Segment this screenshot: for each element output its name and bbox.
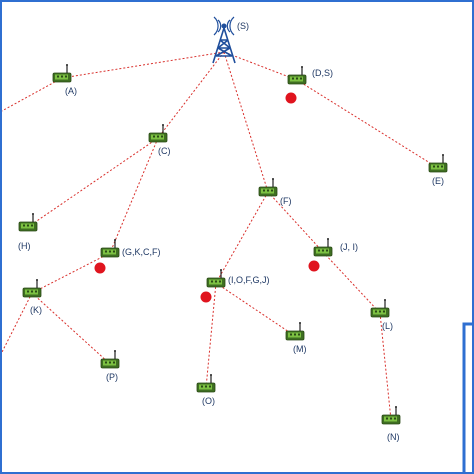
sensor-node-ji: (J, I) <box>308 237 358 272</box>
sensor-mote-icon <box>52 63 72 83</box>
node-label: (O) <box>202 396 215 406</box>
base-station-label: (S) <box>237 21 249 31</box>
sensor-mote-icon <box>100 349 120 369</box>
link-gkcf-k <box>31 252 111 294</box>
sensor-node-iofgj: (I,O,F,G,J) <box>200 268 270 303</box>
link-s-a <box>61 51 225 79</box>
link-offscreen <box>0 77 63 113</box>
sensor-mote-icon <box>22 278 42 298</box>
node-label: (F) <box>280 196 292 206</box>
red-dot-marker <box>308 260 320 272</box>
sensor-mote-icon <box>100 238 120 258</box>
sensor-node-e: (E) <box>428 153 448 186</box>
link-s-c <box>157 51 225 139</box>
sensor-mote-icon <box>313 237 333 257</box>
links-layer <box>0 51 439 421</box>
sensor-mote-icon <box>196 373 216 393</box>
sensor-mote-icon <box>18 212 38 232</box>
link-ji-l <box>322 251 381 314</box>
nodes-layer: (A) (D,S) (E) (C) (F) (H) (G,K,C,F) (J, I) (K) (I… <box>18 63 448 442</box>
sensor-mote-icon <box>148 123 168 143</box>
link-iofgj-o <box>205 282 217 389</box>
node-label: (A) <box>65 86 77 96</box>
link-s-f <box>223 51 269 193</box>
base-station: (S) <box>212 16 249 64</box>
red-dot-marker <box>200 291 212 303</box>
sensor-node-ds: (D,S) <box>285 65 333 104</box>
node-label: (N) <box>387 432 400 442</box>
link-s-ds <box>223 51 298 81</box>
node-label: (J, I) <box>340 242 358 252</box>
link-k-p <box>31 292 111 365</box>
link-iofgj-m <box>215 282 296 337</box>
sensor-node-a: (A) <box>52 63 77 96</box>
link-c-h <box>27 137 159 228</box>
node-label: (M) <box>293 344 307 354</box>
sensor-mote-icon <box>206 268 226 288</box>
sensor-node-o: (O) <box>196 373 216 406</box>
sensor-node-k: (K) <box>22 278 42 315</box>
node-label: (P) <box>106 372 118 382</box>
sensor-mote-icon <box>287 65 307 85</box>
red-dot-marker <box>94 262 106 274</box>
side-panel-edge <box>462 322 474 474</box>
sensor-node-n: (N) <box>381 405 401 442</box>
link-f-iofgj <box>215 191 269 284</box>
link-f-ji <box>267 191 324 253</box>
link-offscreen <box>0 292 33 357</box>
sensor-node-c: (C) <box>148 123 171 156</box>
sensor-mote-icon <box>370 298 390 318</box>
link-l-n <box>379 312 392 421</box>
radio-tower-icon <box>212 16 236 64</box>
node-label: (L) <box>382 321 393 331</box>
node-label: (K) <box>30 305 42 315</box>
link-ds-e <box>296 79 439 169</box>
node-label: (G,K,C,F) <box>122 247 161 257</box>
sensor-node-gkcf: (G,K,C,F) <box>94 238 161 274</box>
sensor-mote-icon <box>428 153 448 173</box>
sensor-node-h: (H) <box>18 212 38 251</box>
red-dot-marker <box>285 92 297 104</box>
sensor-node-p: (P) <box>100 349 120 382</box>
sensor-mote-icon <box>285 321 305 341</box>
node-label: (D,S) <box>312 68 333 78</box>
sensor-node-f: (F) <box>258 177 292 206</box>
node-label: (C) <box>158 146 171 156</box>
sensor-node-m: (M) <box>285 321 307 354</box>
link-c-gkcf <box>109 137 159 254</box>
node-label: (I,O,F,G,J) <box>228 275 270 285</box>
sensor-node-l: (L) <box>370 298 393 331</box>
node-label: (H) <box>18 241 31 251</box>
sensor-mote-icon <box>381 405 401 425</box>
node-label: (E) <box>432 176 444 186</box>
sensor-mote-icon <box>258 177 278 197</box>
